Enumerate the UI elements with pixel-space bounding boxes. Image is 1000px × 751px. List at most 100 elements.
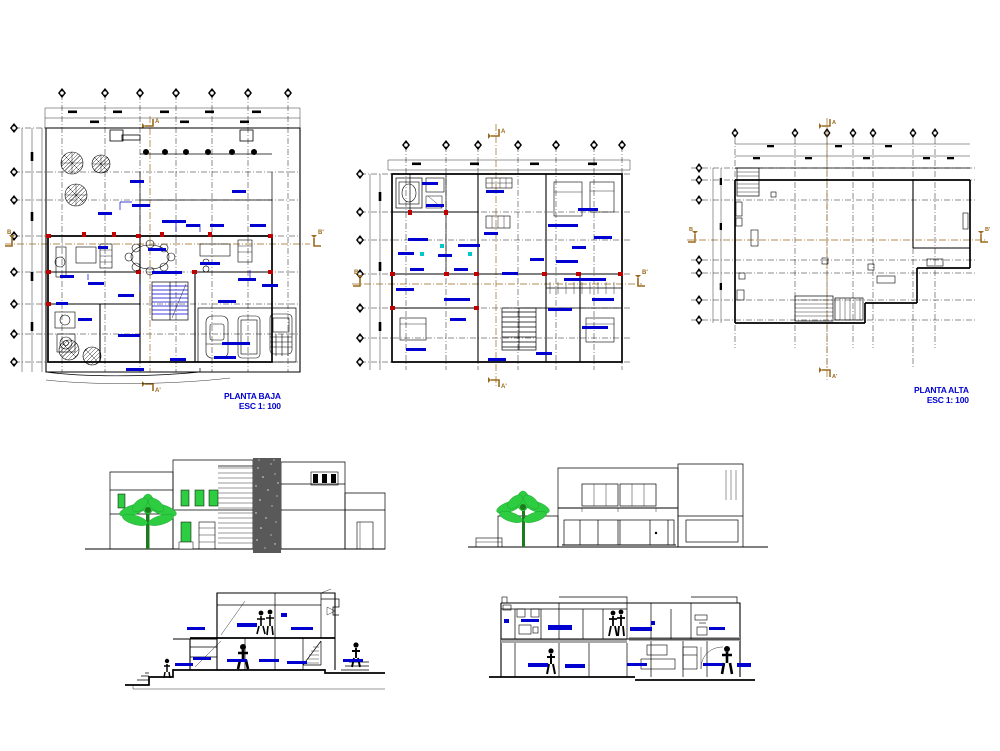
- garden-trees: [58, 151, 111, 366]
- door-markers: [46, 232, 273, 306]
- grid-lines-vertical: [734, 138, 936, 368]
- section-marker-b-prime: B': [311, 230, 324, 247]
- staircase-section: [194, 600, 322, 668]
- dimension-band-top: [735, 143, 970, 160]
- closets: [485, 177, 513, 229]
- dimension-band-top: [44, 107, 301, 129]
- section-outline: [500, 596, 741, 677]
- palm-tree: [119, 493, 177, 549]
- svg-text:A': A': [832, 374, 838, 380]
- figure-right: [351, 642, 361, 668]
- bedroom-furniture: [399, 181, 615, 343]
- section-marker-b-prime: B': [635, 270, 648, 287]
- upper-right-fixtures: [694, 614, 708, 636]
- living-room-furniture: [54, 243, 113, 278]
- lot-boundary: [45, 127, 301, 373]
- dimension-band-left: [21, 128, 43, 372]
- grid-bubbles-left: [356, 169, 364, 367]
- drawing-fachada-posterior: FACHADA POSTERIOR ESC 1: 100: [468, 452, 768, 557]
- annotation-ticks: [87, 201, 251, 292]
- annotation-tags: [56, 180, 278, 371]
- section-marker-a: A: [488, 124, 506, 388]
- drawing-planta-alta: A A' B B': [350, 112, 969, 405]
- figure-left: [163, 658, 171, 679]
- figure-upper-group: [608, 609, 625, 637]
- section-marker-b-prime: B': [978, 227, 991, 243]
- section-marker-a-prime: A': [488, 377, 507, 390]
- ground-line: [489, 676, 755, 681]
- staircase-upper: [501, 307, 537, 351]
- drawing-planta-baja: A A' B B': [0, 72, 340, 411]
- drawing-planta-azotea: A A' B B': [685, 118, 995, 388]
- roof-drains: [735, 191, 969, 301]
- right-steps: [341, 661, 369, 671]
- section-marker-b: B: [687, 227, 985, 243]
- section-marker-a: A: [819, 118, 836, 380]
- door-swing: [700, 646, 724, 670]
- louver-panel: [218, 465, 253, 544]
- roof-vent: [501, 596, 508, 604]
- ground-profile: [125, 669, 385, 686]
- terrace: [546, 282, 622, 294]
- exterior-stairs: [125, 672, 385, 690]
- svg-text:A: A: [832, 120, 836, 126]
- dimension-band-top: [387, 159, 631, 171]
- grid-lines-horizontal: [360, 173, 630, 363]
- lower-kitchen: [640, 644, 698, 670]
- svg-text:B: B: [689, 227, 693, 233]
- section-marker-b: B: [5, 230, 310, 247]
- drawing-fachada-principal: FACHADA PRINCIPAL ESC 1: 100: [85, 448, 386, 558]
- grid-bubbles-top: [402, 140, 626, 150]
- figure-lower-left: [546, 648, 556, 675]
- drawing-seccion-b: SECCIÓN B-B' ESC 1: 100: [455, 585, 755, 690]
- house-walls-upper: [391, 173, 623, 363]
- annotation-tags: [504, 619, 751, 668]
- palm-tree: [496, 490, 550, 547]
- kitchen: [199, 239, 253, 273]
- dimension-band-left: [369, 174, 382, 370]
- dimension-band-left: [712, 168, 722, 323]
- service-area: [54, 311, 76, 353]
- svg-text:A': A': [155, 388, 161, 394]
- car-1: [205, 315, 229, 359]
- caption-planta-alta: PLANTA ALTA ESC 1: 100: [914, 385, 969, 405]
- small-square-windows: [310, 471, 339, 486]
- svg-text:B: B: [7, 230, 12, 236]
- grid-bubbles-top: [731, 128, 939, 138]
- entry-planter-row: [109, 129, 272, 155]
- door-markers: [390, 210, 623, 310]
- garage: [197, 307, 297, 363]
- roof-outline: [734, 167, 971, 324]
- grid-lines-vertical: [405, 146, 623, 370]
- figure-upper-2: [266, 609, 274, 636]
- svg-text:A: A: [155, 119, 160, 125]
- green-windows: [117, 489, 219, 550]
- staircase: [151, 281, 189, 321]
- annotation-ticks-cyan: [420, 244, 472, 256]
- section-marker-a-prime: A': [142, 381, 161, 394]
- right-panel-window: [685, 470, 739, 543]
- section-outline: [173, 592, 336, 670]
- grid-bubbles-left: [695, 163, 703, 325]
- dining-set: [124, 239, 176, 276]
- car-3: [269, 313, 293, 356]
- human-figures: [546, 609, 734, 675]
- figure-upper-1: [256, 610, 266, 635]
- svg-text:B': B': [318, 230, 324, 236]
- roof-parapet: [320, 588, 340, 616]
- driveway: [45, 368, 231, 384]
- terrace-low-wall: [475, 537, 503, 548]
- lower-glazing: [562, 519, 676, 546]
- car-2: [237, 315, 261, 359]
- figure-lower-1: [236, 644, 250, 670]
- roof-stair-access: [736, 167, 864, 322]
- drawing-seccion-a: SECCIÓN A-A' ESC 1: 100: [125, 585, 385, 690]
- upper-glazing: [564, 483, 676, 512]
- stone-clad-panel: [253, 458, 281, 553]
- side-door: [356, 521, 374, 550]
- svg-text:B': B': [985, 227, 991, 233]
- caption-planta-baja: PLANTA BAJA ESC 1: 100: [224, 391, 281, 411]
- svg-text:A': A': [501, 384, 507, 390]
- figure-lower-right: [720, 646, 734, 675]
